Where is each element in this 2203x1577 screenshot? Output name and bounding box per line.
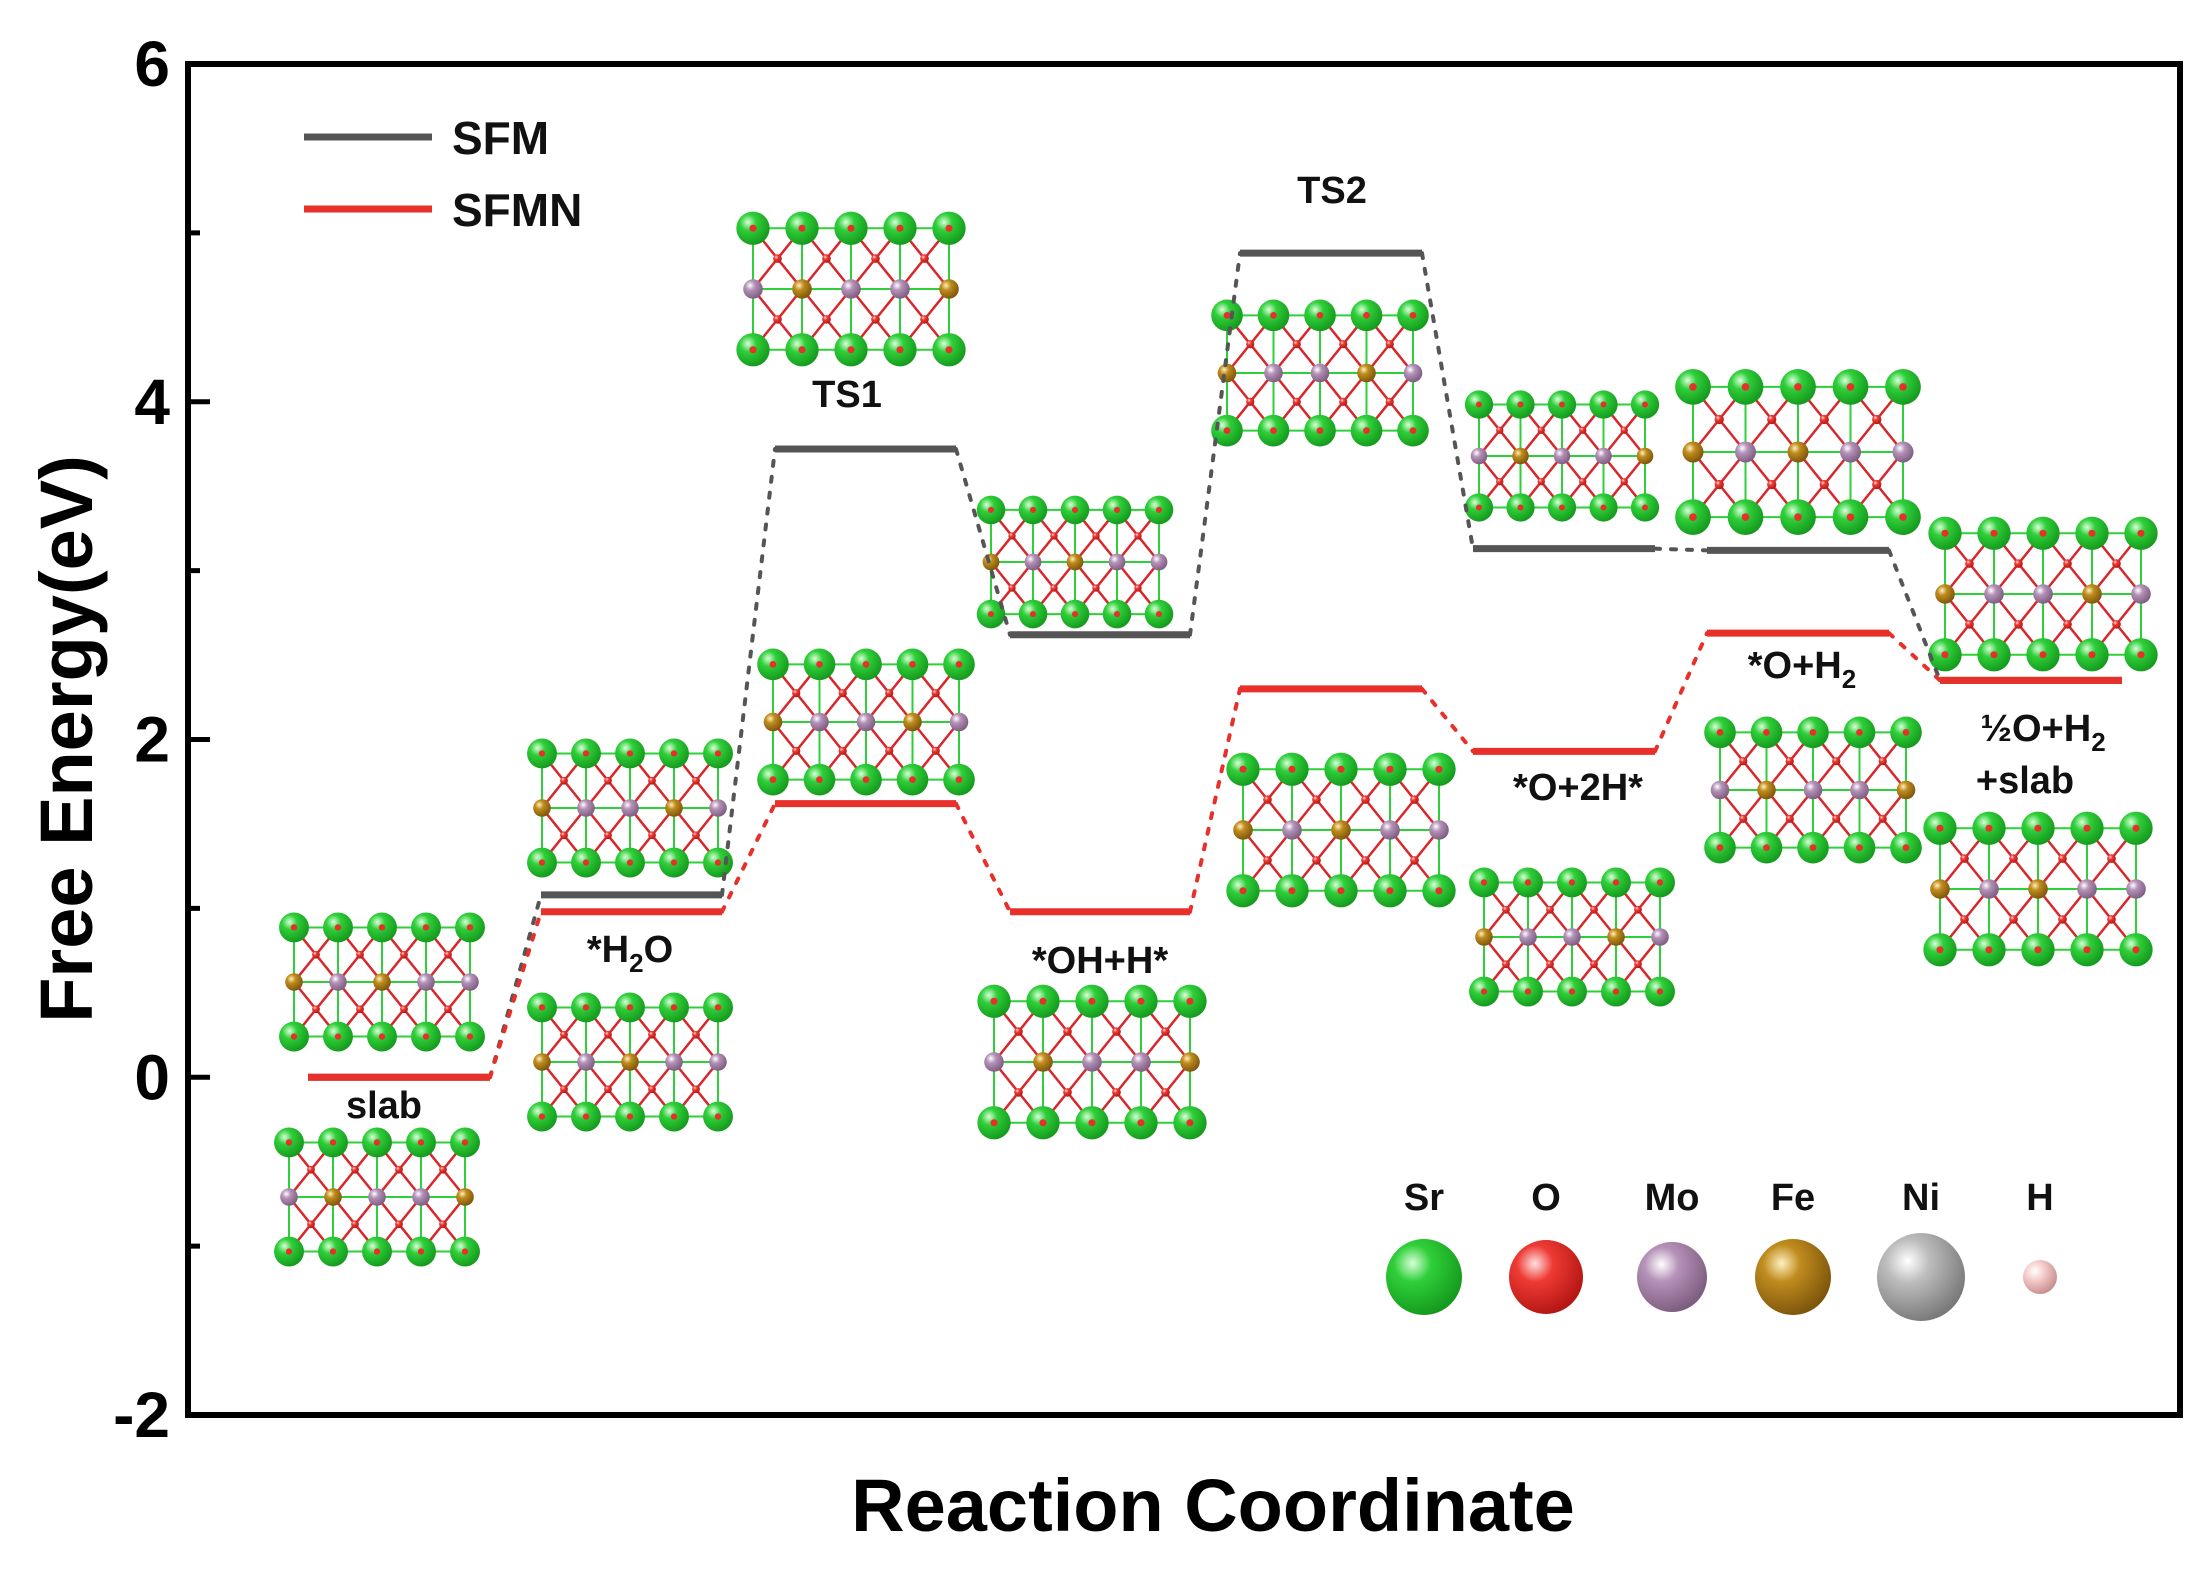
x-axis-title: Reaction Coordinate bbox=[851, 1464, 1575, 1547]
slab-structure-image bbox=[1226, 752, 1456, 908]
atom-label-mo: Mo bbox=[1645, 1177, 1700, 1219]
y-tick-label: 4 bbox=[134, 366, 170, 438]
slab-structure-image bbox=[1923, 811, 2153, 967]
structure-images bbox=[274, 211, 2158, 1267]
slab-structure-image bbox=[1211, 299, 1429, 447]
sfmn-connector bbox=[1653, 631, 1709, 754]
sfm-connector bbox=[1653, 546, 1709, 553]
sfmn-connector bbox=[720, 801, 777, 914]
state-label-line2: +slab bbox=[1976, 760, 2074, 802]
hydrogen-atom-icon bbox=[2023, 1260, 2057, 1294]
sfm-connector bbox=[954, 447, 1012, 637]
slab-structure-image bbox=[976, 495, 1174, 629]
sfm-connector bbox=[1420, 251, 1475, 551]
sfm-connector bbox=[1188, 251, 1242, 637]
sfmn-connector bbox=[954, 801, 1012, 914]
slab-structure-image bbox=[1675, 369, 1921, 535]
sfm-connector bbox=[488, 892, 543, 1080]
sfmn-connector bbox=[1887, 631, 1942, 683]
slab-structure-image bbox=[736, 211, 966, 367]
atom-legend: Sr O Mo Fe Ni H bbox=[1386, 1177, 2057, 1321]
nickel-atom-icon bbox=[1877, 1233, 1965, 1321]
slab-structure-image bbox=[527, 738, 733, 878]
state-label: *OH+H* bbox=[1032, 940, 1168, 982]
y-tick-label: 6 bbox=[134, 28, 170, 100]
atom-label-o: O bbox=[1531, 1177, 1561, 1219]
atom-label-sr: Sr bbox=[1404, 1177, 1444, 1219]
connectors bbox=[488, 251, 1942, 1080]
state-label: slab bbox=[346, 1085, 422, 1127]
state-label: *O+H2 bbox=[1748, 645, 1856, 694]
slab-structure-image bbox=[1704, 716, 1922, 864]
slab-structure-image bbox=[757, 648, 975, 796]
atom-label-h: H bbox=[2026, 1177, 2053, 1219]
slab-structure-image bbox=[1464, 390, 1660, 522]
y-tick-label: -2 bbox=[113, 1379, 170, 1451]
state-label: ½O+H2 bbox=[1980, 708, 2105, 757]
strontium-atom-icon bbox=[1386, 1239, 1462, 1315]
sfmn-connector bbox=[1420, 686, 1475, 754]
slab-structure-image bbox=[1928, 516, 2158, 672]
sfmn-connector bbox=[488, 909, 543, 1080]
slab-structure-image bbox=[274, 1127, 480, 1267]
slab-structure-image bbox=[1469, 867, 1675, 1007]
atom-label-ni: Ni bbox=[1902, 1177, 1940, 1219]
atom-label-fe: Fe bbox=[1771, 1177, 1815, 1219]
state-labels: slab *H2O TS1 *OH+H* TS2 *O+2H* *O+H2 ½O+H2+sla… bbox=[346, 170, 2106, 1127]
legend-label-sfmn: SFMN bbox=[452, 184, 582, 236]
sfm-connector bbox=[1887, 548, 1942, 683]
y-axis-title: Free Energy(eV) bbox=[25, 455, 108, 1023]
oxygen-atom-icon bbox=[1509, 1240, 1583, 1314]
slab-structure-image bbox=[977, 984, 1207, 1140]
sfmn-connector bbox=[1188, 686, 1242, 914]
plot-frame bbox=[185, 61, 2183, 1418]
y-axis: -2 0 2 4 6 bbox=[113, 28, 210, 1451]
legend-label-sfm: SFM bbox=[452, 112, 549, 164]
state-label: TS2 bbox=[1297, 170, 1367, 212]
molybdenum-atom-icon bbox=[1637, 1242, 1707, 1312]
energy-levels bbox=[308, 249, 2122, 1081]
sfm-connector bbox=[720, 447, 777, 897]
y-tick-label: 0 bbox=[134, 1041, 170, 1113]
state-label: TS1 bbox=[812, 374, 882, 416]
state-label: *O+2H* bbox=[1513, 767, 1643, 809]
slab-structure-image bbox=[279, 912, 485, 1052]
state-label: *H2O bbox=[587, 929, 673, 978]
series-legend: SFM SFMN bbox=[304, 112, 582, 236]
y-tick-label: 2 bbox=[134, 704, 170, 776]
slab-structure-image bbox=[527, 992, 733, 1132]
iron-atom-icon bbox=[1755, 1239, 1831, 1315]
